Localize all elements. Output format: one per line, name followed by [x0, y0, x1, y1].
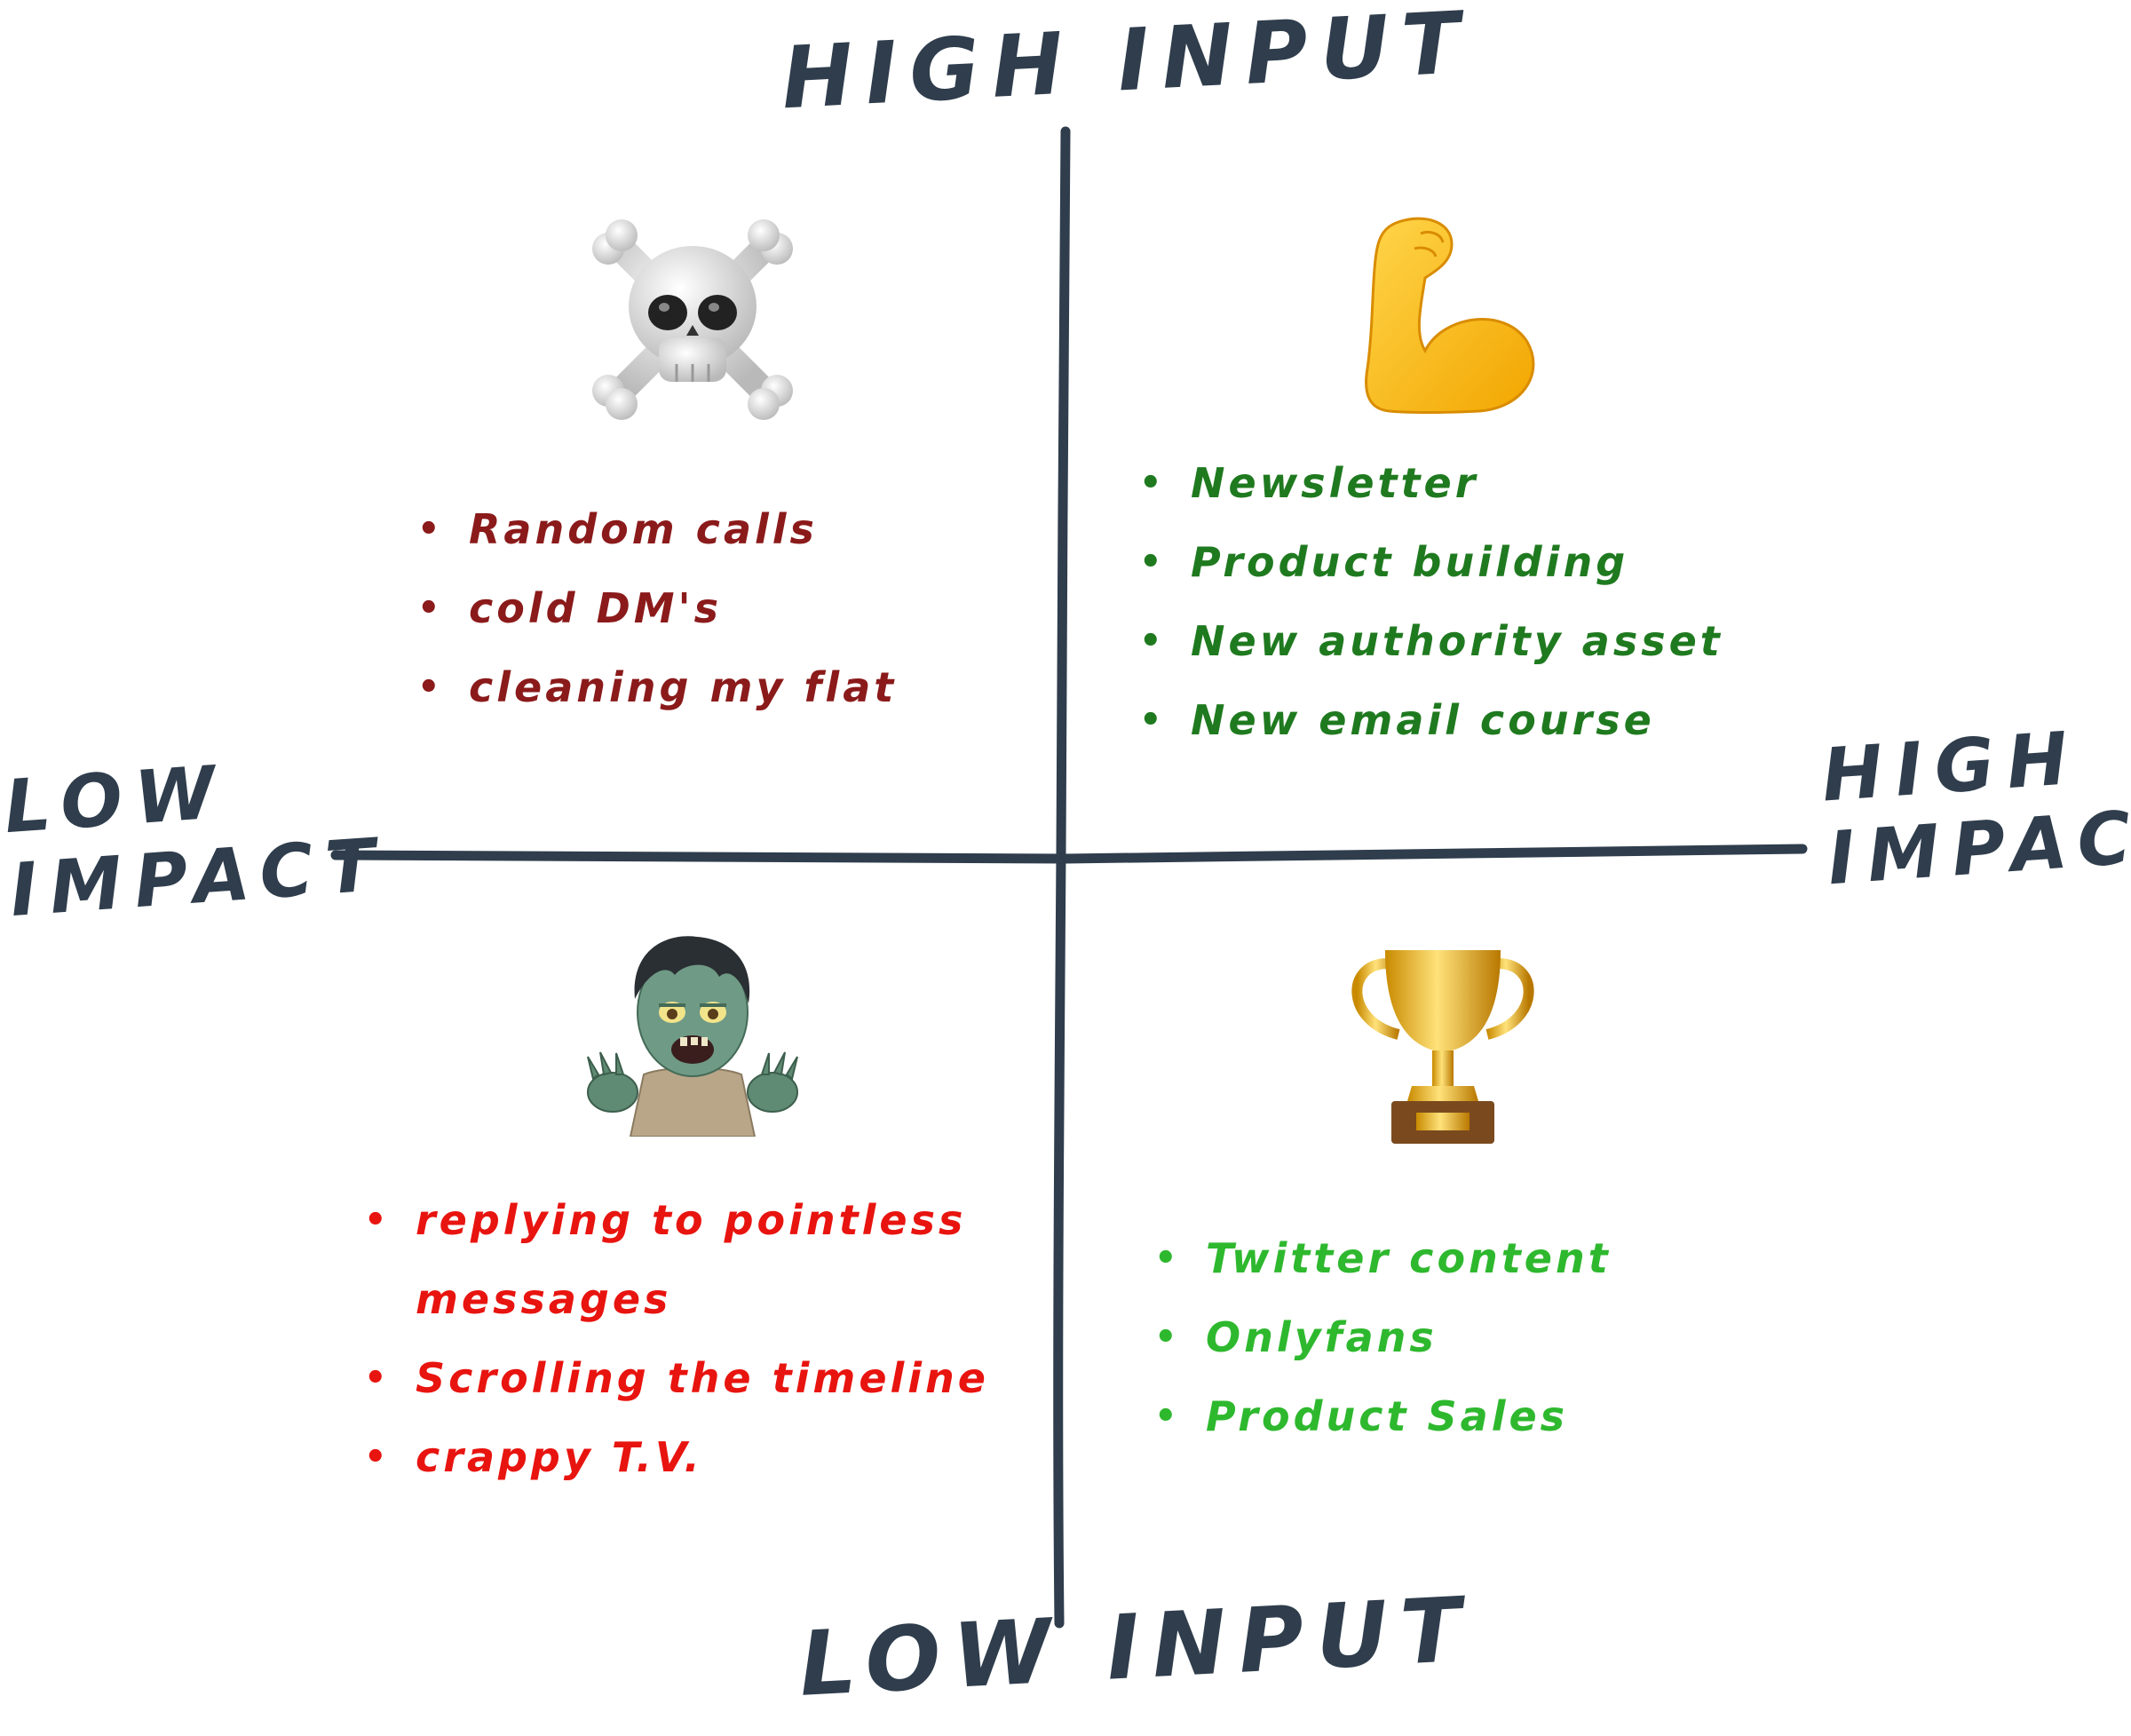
flexed-biceps-icon	[1336, 209, 1549, 422]
list-item: New email course	[1139, 681, 1723, 760]
list-item: Scrolling the timeline	[364, 1339, 1039, 1418]
list-item: crappy T.V.	[364, 1418, 1039, 1497]
list-item: Twitter content	[1154, 1219, 1612, 1298]
horizontal-axis-line	[330, 844, 1808, 864]
list-item: Newsletter	[1139, 444, 1723, 523]
list-item: replying to pointless messages	[364, 1181, 1039, 1339]
top-left-quadrant-list: Random calls cold DM's cleaning my flat	[417, 490, 897, 727]
zombie-icon	[586, 923, 799, 1138]
list-item: Random calls	[417, 490, 897, 569]
top-right-quadrant-list: Newsletter Product building New authorit…	[1139, 444, 1723, 760]
bottom-right-quadrant-list: Twitter content Onlyfans Product Sales	[1154, 1219, 1612, 1456]
list-item: Onlyfans	[1154, 1298, 1612, 1377]
vertical-axis-line	[1053, 126, 1071, 1629]
list-item: Product building	[1139, 523, 1723, 602]
list-item: Product Sales	[1154, 1377, 1612, 1456]
axis-label-low-impact: LOW IMPACT	[1, 749, 391, 934]
skull-and-crossbones-icon	[586, 213, 799, 426]
list-item: cleaning my flat	[417, 648, 897, 727]
axis-label-high-impact: HIGH IMPACT	[1818, 716, 2131, 902]
bottom-left-quadrant-list: replying to pointless messages Scrolling…	[364, 1181, 1039, 1497]
list-item: New authority asset	[1139, 602, 1723, 681]
trophy-icon	[1336, 937, 1549, 1150]
list-item: cold DM's	[417, 569, 897, 648]
